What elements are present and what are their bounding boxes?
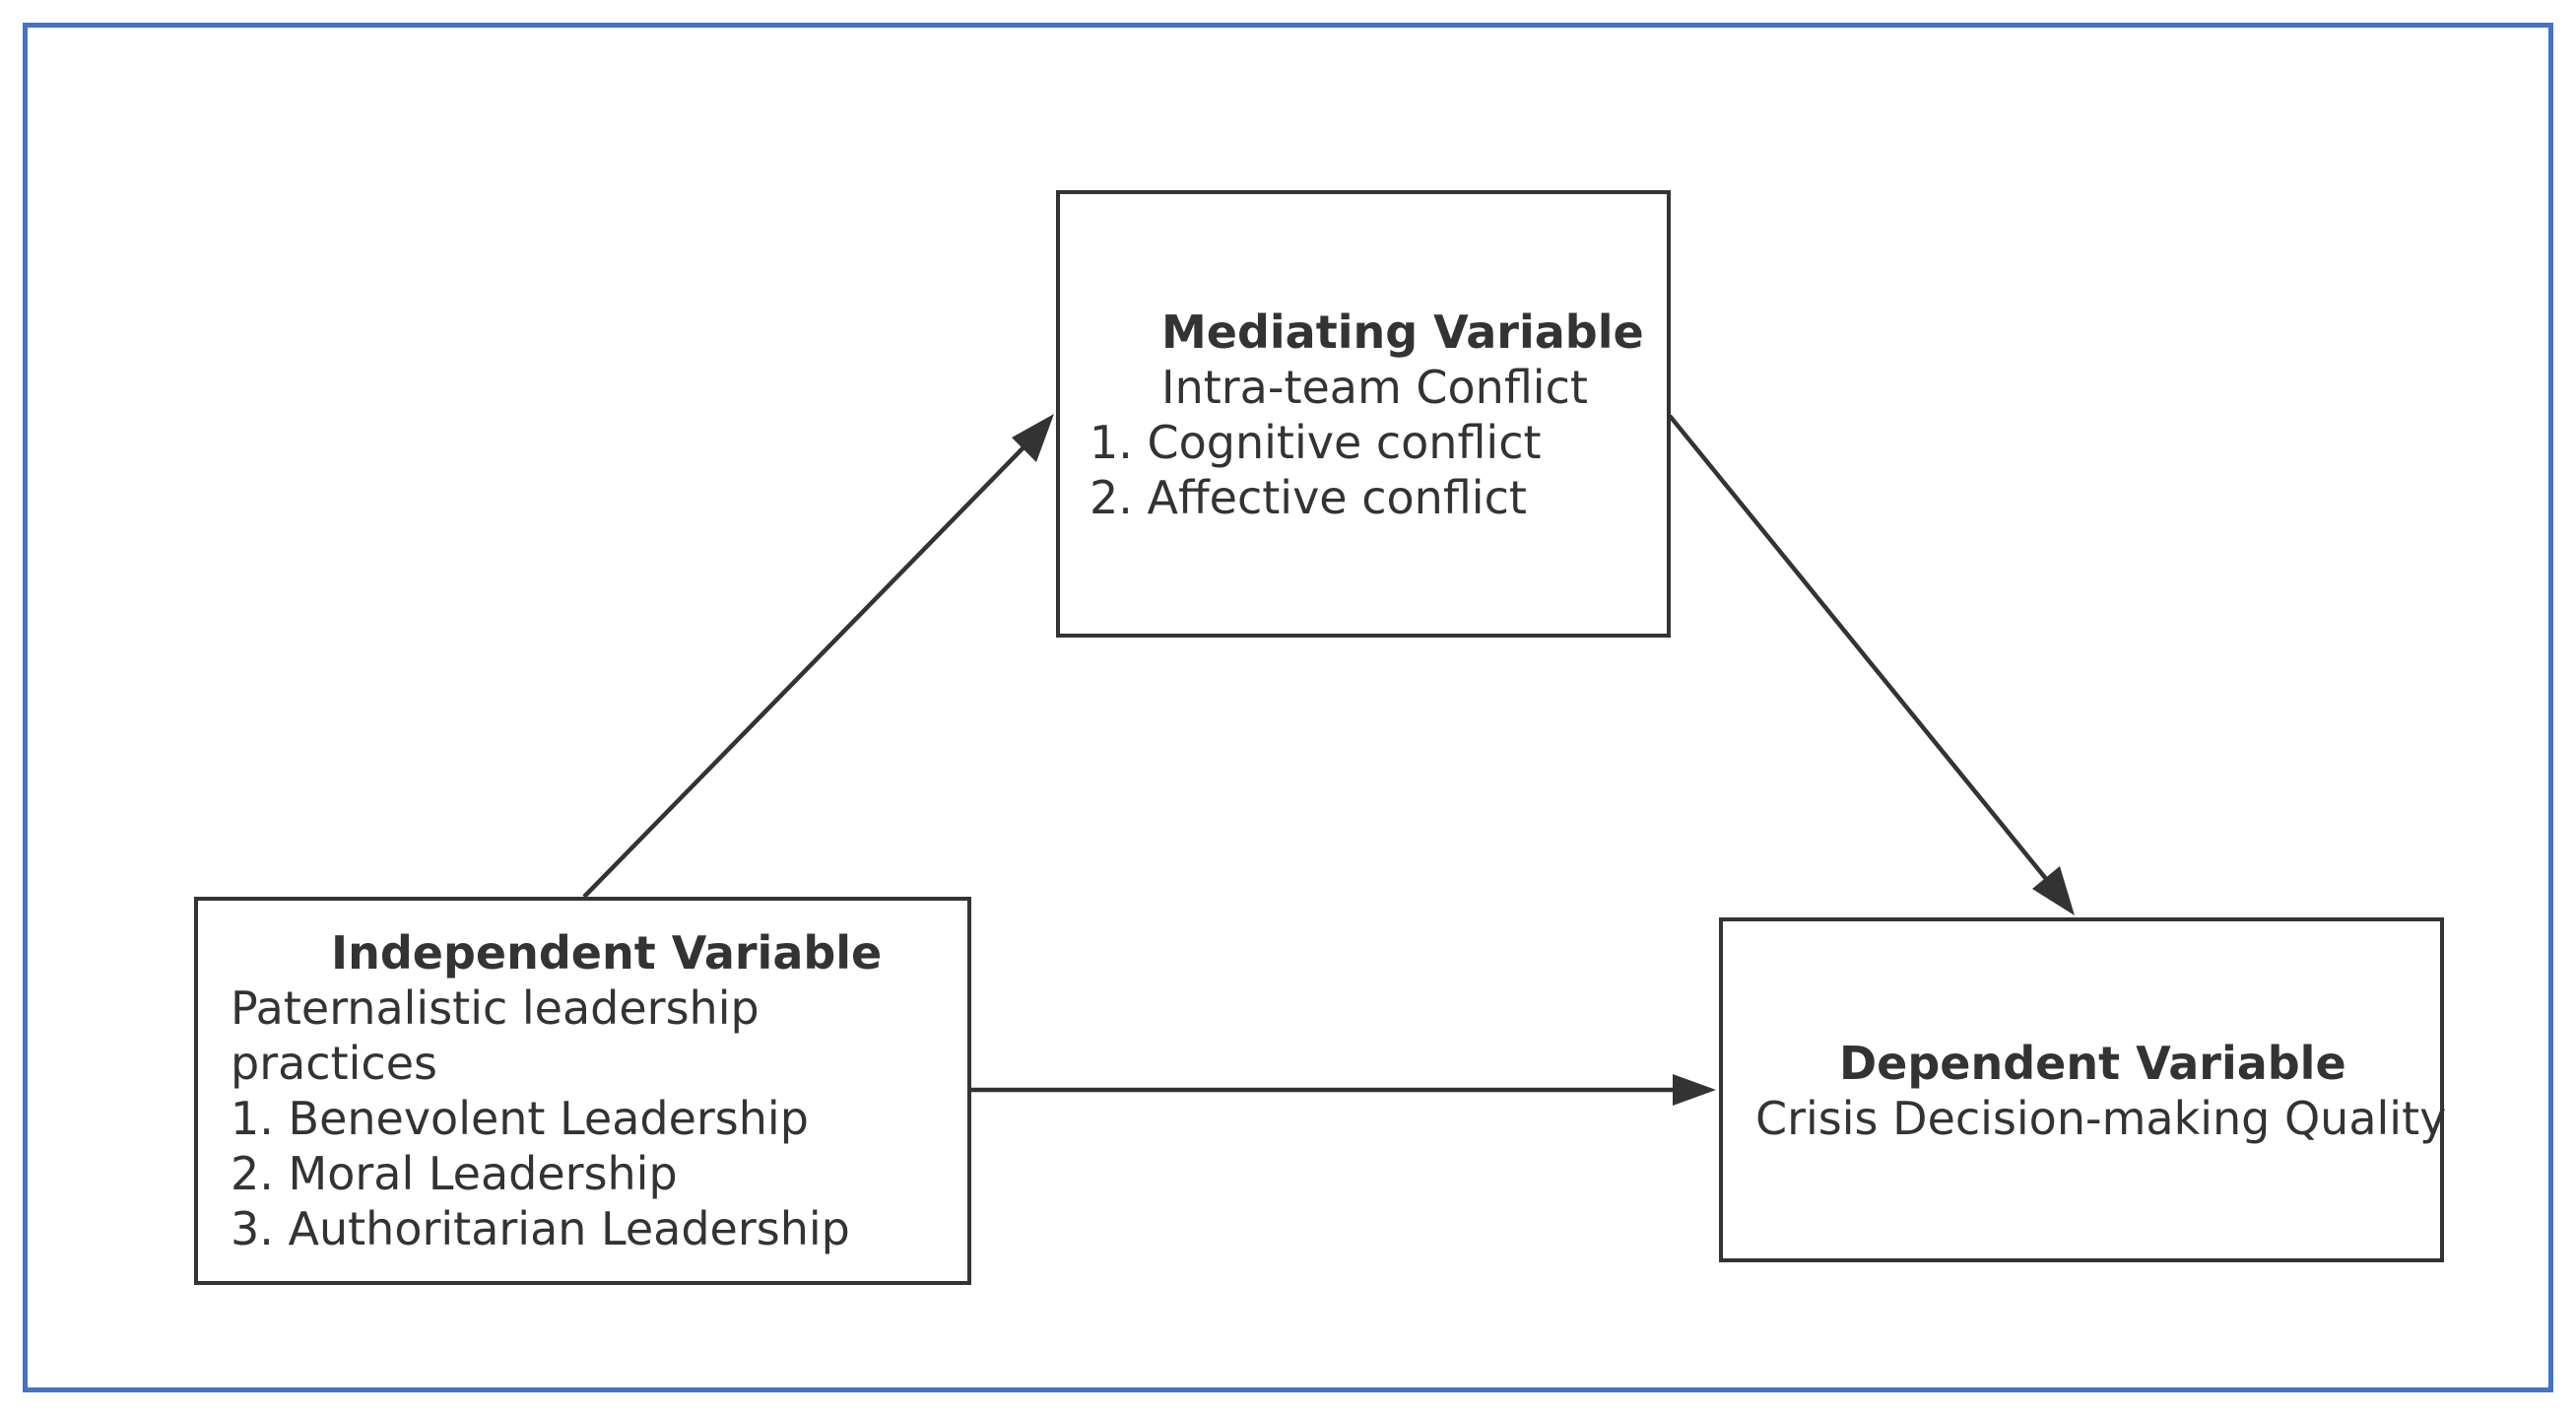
arrow-independent-to-mediating: [582, 439, 1031, 899]
independent-item: 2. Moral Leadership: [231, 1147, 678, 1200]
mediating-item: 1. Cognitive conflict: [1090, 416, 1542, 469]
mediating-title: Mediating Variable: [1161, 305, 1644, 359]
independent-item: 3. Authoritarian Leadership: [231, 1202, 850, 1255]
independent-title: Independent Variable: [331, 926, 883, 980]
mediating-variable-box: Mediating Variable Intra-team Conflict 1…: [1056, 190, 1671, 638]
independent-variable-box: Independent Variable Paternalistic leade…: [194, 897, 971, 1285]
arrow-mediating-to-dependent: [1668, 414, 2053, 887]
dependent-title: Dependent Variable: [1839, 1037, 2346, 1090]
arrowhead-independent-to-mediating: [1012, 414, 1054, 462]
independent-item: 1. Benevolent Leadership: [231, 1092, 809, 1145]
dependent-variable-box: Dependent Variable Crisis Decision-makin…: [1719, 917, 2447, 1262]
dependent-subtitle: Crisis Decision-making Quality: [1755, 1092, 2447, 1145]
mediating-subtitle: Intra-team Conflict: [1161, 361, 1588, 414]
independent-subtitle-line: Paternalistic leadership: [231, 981, 760, 1035]
arrowhead-mediating-to-dependent: [2032, 866, 2075, 915]
independent-subtitle-line: practices: [231, 1037, 437, 1090]
mediating-item: 2. Affective conflict: [1090, 471, 1527, 524]
arrowhead-independent-to-dependent: [1673, 1074, 1716, 1106]
